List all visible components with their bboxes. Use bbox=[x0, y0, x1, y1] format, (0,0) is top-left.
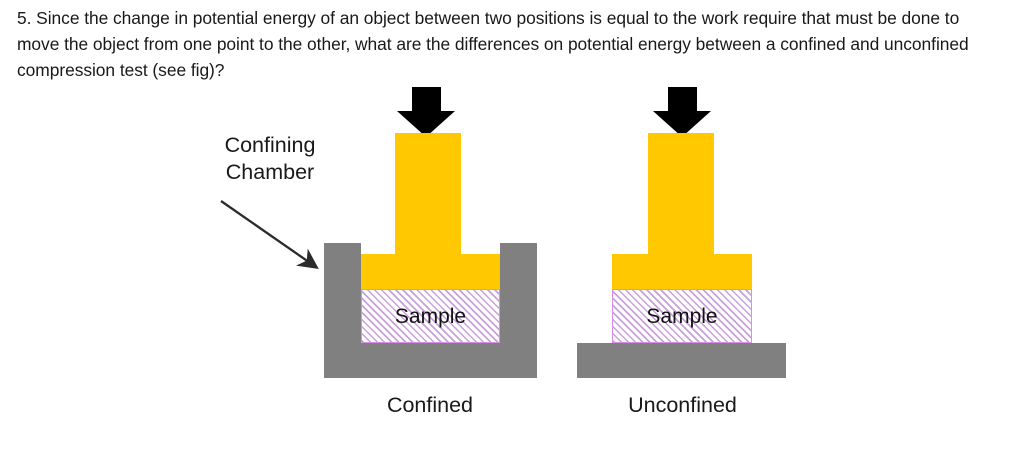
confined-sample-label: Sample bbox=[394, 304, 467, 328]
unconfined-sample-label: Sample bbox=[646, 304, 718, 328]
arrow-head bbox=[397, 111, 455, 137]
callout-label: Confining Chamber bbox=[205, 132, 335, 186]
unconfined-piston-shaft bbox=[648, 133, 714, 255]
unconfined-base-plate bbox=[577, 343, 786, 378]
callout-label-line1: Confining bbox=[224, 133, 316, 157]
unconfined-caption: Unconfined bbox=[628, 393, 737, 417]
confined-piston-cap bbox=[361, 254, 500, 289]
question-text: 5. Since the change in potential energy … bbox=[17, 8, 969, 80]
confined-chamber-wall-right bbox=[500, 243, 537, 343]
unconfined-sample: Sample bbox=[612, 289, 752, 343]
callout-arrow-icon bbox=[220, 200, 319, 269]
arrow-shaft bbox=[411, 87, 441, 112]
confined-caption: Confined bbox=[386, 393, 474, 417]
arrow-shaft bbox=[667, 87, 697, 112]
confined-chamber-wall-left bbox=[324, 243, 361, 343]
unconfined-piston-cap bbox=[612, 254, 752, 289]
confined-load-arrow-icon bbox=[397, 87, 455, 137]
confined-piston-shaft bbox=[395, 133, 461, 255]
arrow-head bbox=[653, 111, 711, 137]
callout-label-line2: Chamber bbox=[225, 160, 315, 184]
confined-sample: Sample bbox=[361, 289, 500, 343]
unconfined-load-arrow-icon bbox=[653, 87, 711, 137]
confined-base-plate bbox=[324, 343, 537, 378]
